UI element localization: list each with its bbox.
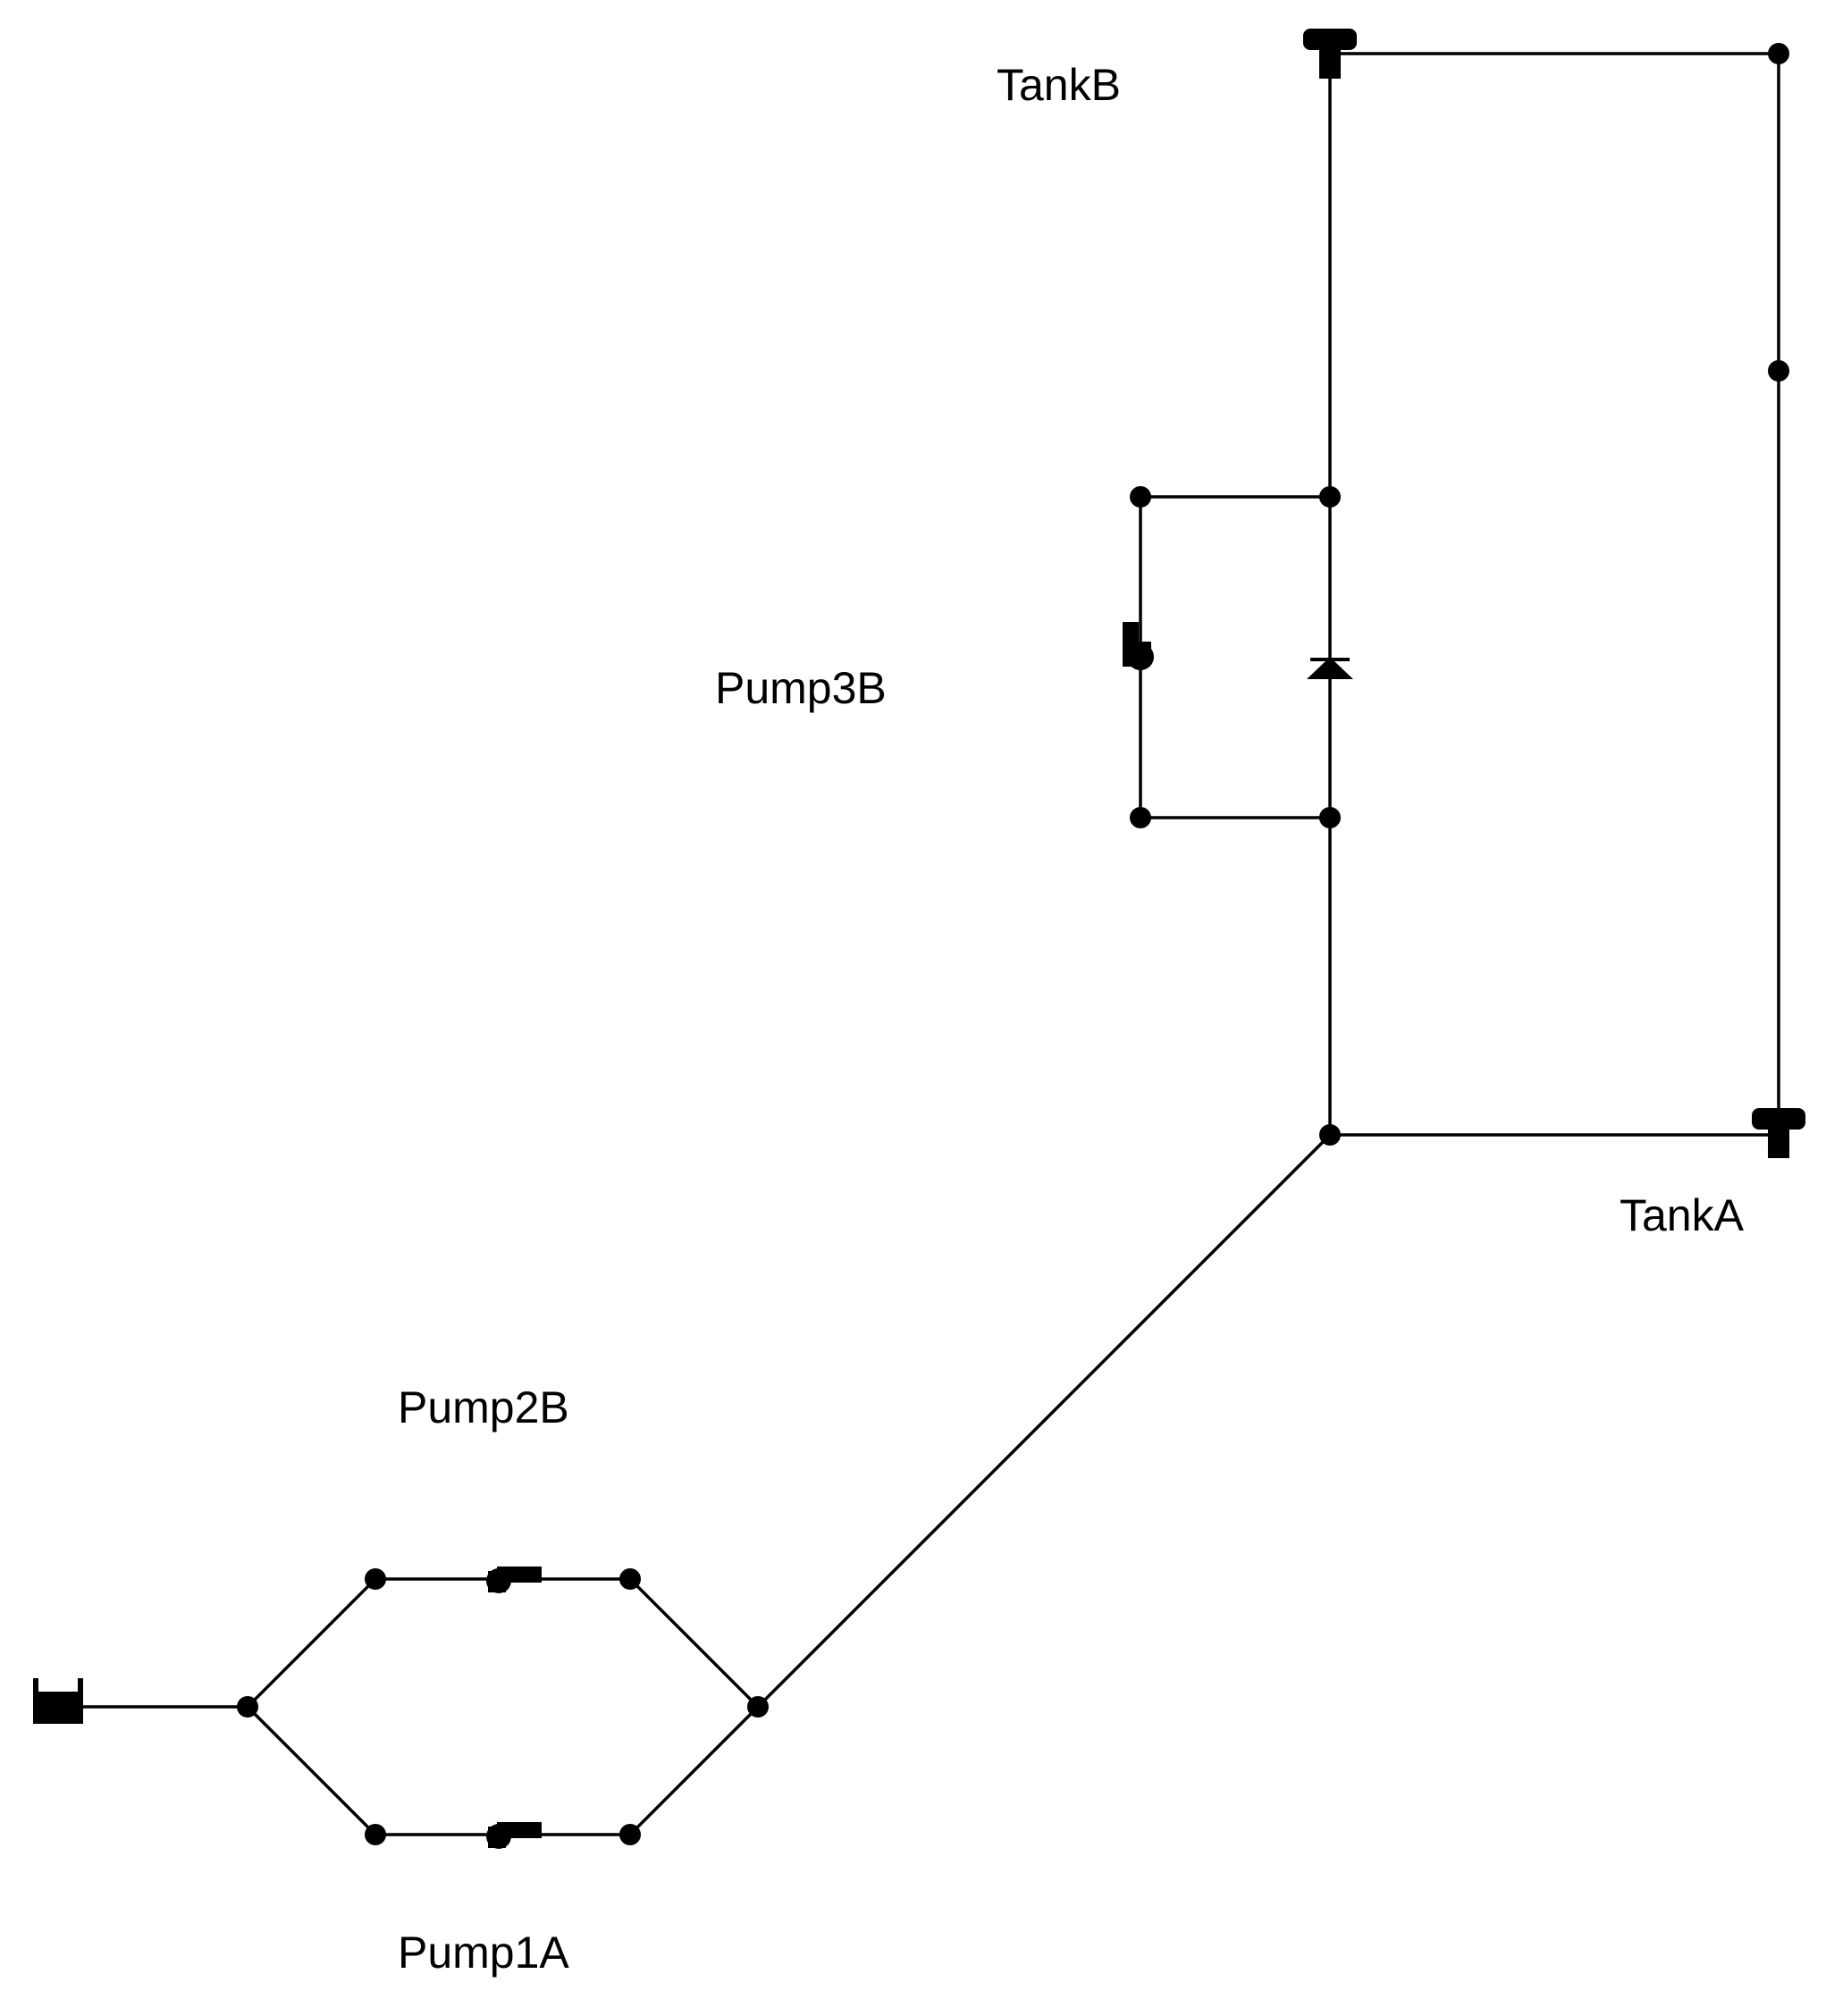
junction-nodes (237, 43, 1789, 1845)
pipe-inlet-upper (246, 1577, 377, 1709)
junction-node-icon[interactable] (365, 1824, 386, 1845)
pump-3b-label: Pump3B (715, 663, 887, 713)
junction-node-icon[interactable] (1319, 807, 1341, 828)
pump-icon[interactable] (486, 1822, 542, 1849)
pump-2b-label: Pump2B (398, 1382, 569, 1432)
pipes (79, 52, 1780, 1836)
junction-node-icon[interactable] (619, 1568, 641, 1590)
junction-node-icon[interactable] (365, 1568, 386, 1590)
junction-node-icon[interactable] (1319, 486, 1341, 508)
pump-icon[interactable] (1123, 622, 1154, 670)
check-valve-icon[interactable] (1307, 657, 1353, 679)
junction-node-icon[interactable] (1130, 807, 1151, 828)
pipe-merge-lower (628, 1705, 760, 1836)
pump-1a-label: Pump1A (398, 1928, 569, 1978)
tank-icon[interactable] (1303, 29, 1357, 79)
pump-icon[interactable] (486, 1567, 542, 1593)
tank-icon[interactable] (1752, 1108, 1805, 1158)
tank-a-label: TankA (1620, 1190, 1744, 1240)
junction-node-icon[interactable] (237, 1696, 258, 1718)
reservoir-icon[interactable] (33, 1678, 83, 1724)
pipe-inlet-lower (246, 1705, 377, 1836)
junction-node-icon[interactable] (1319, 1124, 1341, 1146)
junction-node-icon[interactable] (1768, 43, 1789, 64)
pipe-main-diagonal (756, 1133, 1332, 1709)
pipe-merge-upper (628, 1577, 760, 1709)
tank-b-label: TankB (997, 60, 1121, 110)
junction-node-icon[interactable] (1768, 360, 1789, 382)
junction-node-icon[interactable] (619, 1824, 641, 1845)
junction-node-icon[interactable] (1130, 486, 1151, 508)
junction-node-icon[interactable] (747, 1696, 769, 1718)
